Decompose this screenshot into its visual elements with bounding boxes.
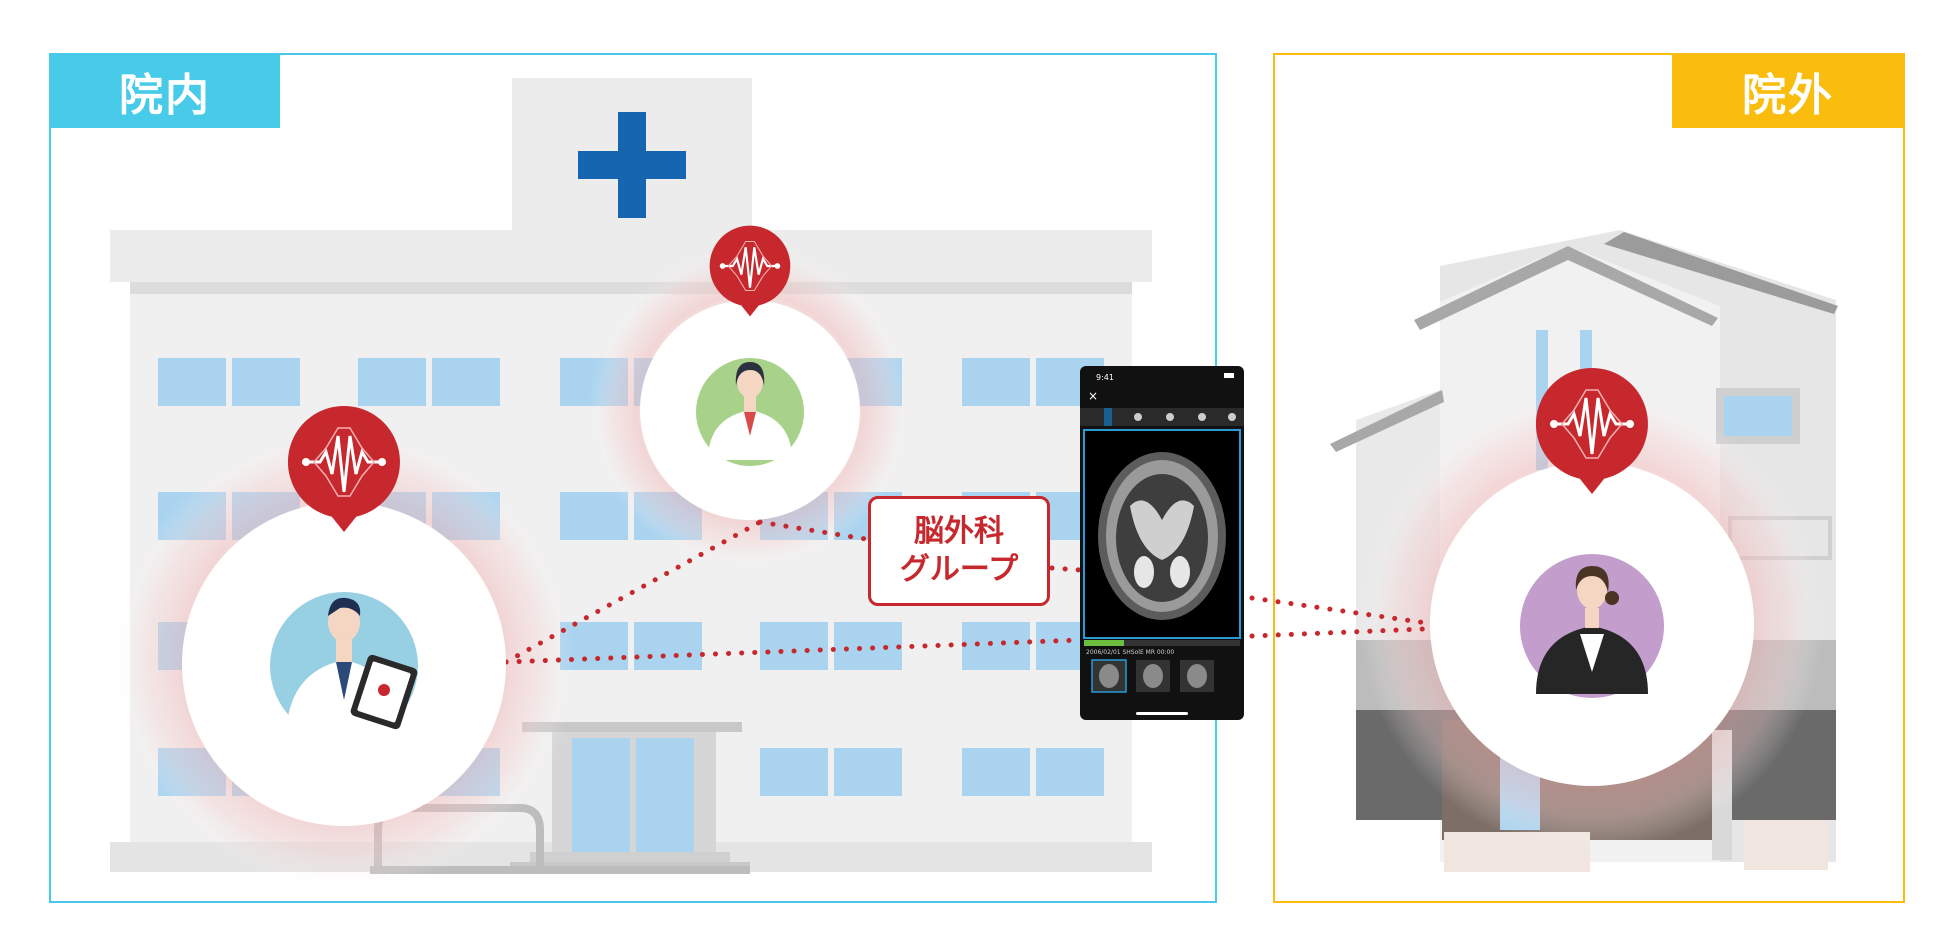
phone-mri-viewer: 9:41 × 2006/02/01 SHSolE MR 00:00 — [1080, 366, 1244, 720]
series-info: 2006/02/01 SHSolE MR 00:00 — [1086, 649, 1174, 656]
remote-woman-avatar — [1520, 554, 1664, 698]
outside-zone-label: 院外 — [1672, 54, 1904, 128]
female-doctor-bubble — [640, 300, 860, 520]
viewer-toolbar — [1080, 408, 1244, 426]
group-label: 脳外科 グループ — [868, 496, 1050, 606]
outside-zone-frame — [1273, 53, 1905, 903]
group-label-line2: グループ — [899, 552, 1019, 587]
close-icon: × — [1088, 389, 1098, 403]
remote-bubble — [1430, 462, 1754, 786]
doctor-bubble — [182, 502, 506, 826]
inside-zone-label: 院内 — [50, 54, 280, 128]
connection-lines — [503, 519, 1451, 665]
phone-time: 9:41 — [1096, 373, 1114, 382]
female-doctor-avatar — [696, 358, 804, 466]
doctor-with-tablet-avatar — [270, 592, 418, 740]
group-label-line1: 脳外科 — [914, 514, 1004, 549]
